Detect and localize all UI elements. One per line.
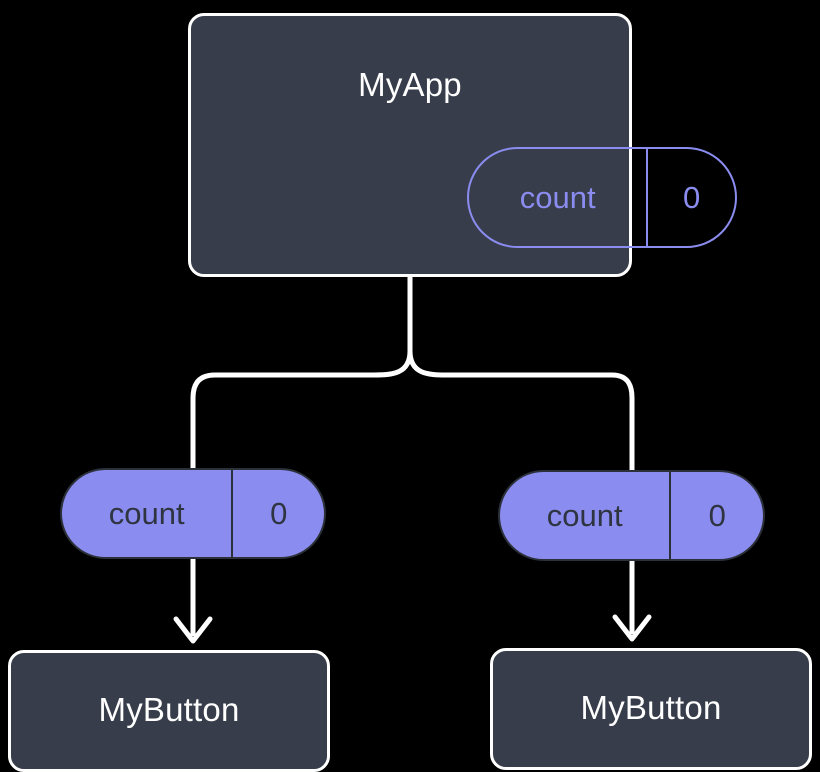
prop-pill-value: 0: [231, 470, 324, 557]
state-pill-value: 0: [646, 149, 735, 246]
node-myapp[interactable]: MyApp count 0: [188, 13, 737, 277]
node-mybutton-right[interactable]: MyButton: [490, 648, 812, 770]
prop-pill-right-count[interactable]: count 0: [498, 470, 765, 561]
arrow-head-right-icon: [612, 614, 652, 642]
arrow-head-left-icon: [173, 616, 213, 644]
edge-fork-right: [407, 348, 635, 475]
node-mybutton-left[interactable]: MyButton: [8, 650, 330, 772]
node-mybutton-left-title: MyButton: [98, 690, 240, 728]
prop-pill-key: count: [546, 498, 623, 533]
prop-pill-key: count: [108, 496, 185, 531]
node-myapp-title: MyApp: [358, 66, 462, 103]
state-pill-key: count: [519, 180, 596, 215]
state-pill-myapp-count[interactable]: count 0: [467, 147, 737, 248]
prop-pill-value: 0: [669, 472, 763, 559]
prop-pill-left-count[interactable]: count 0: [60, 468, 326, 559]
edge-fork-left: [190, 348, 413, 473]
node-mybutton-right-title: MyButton: [580, 688, 722, 726]
